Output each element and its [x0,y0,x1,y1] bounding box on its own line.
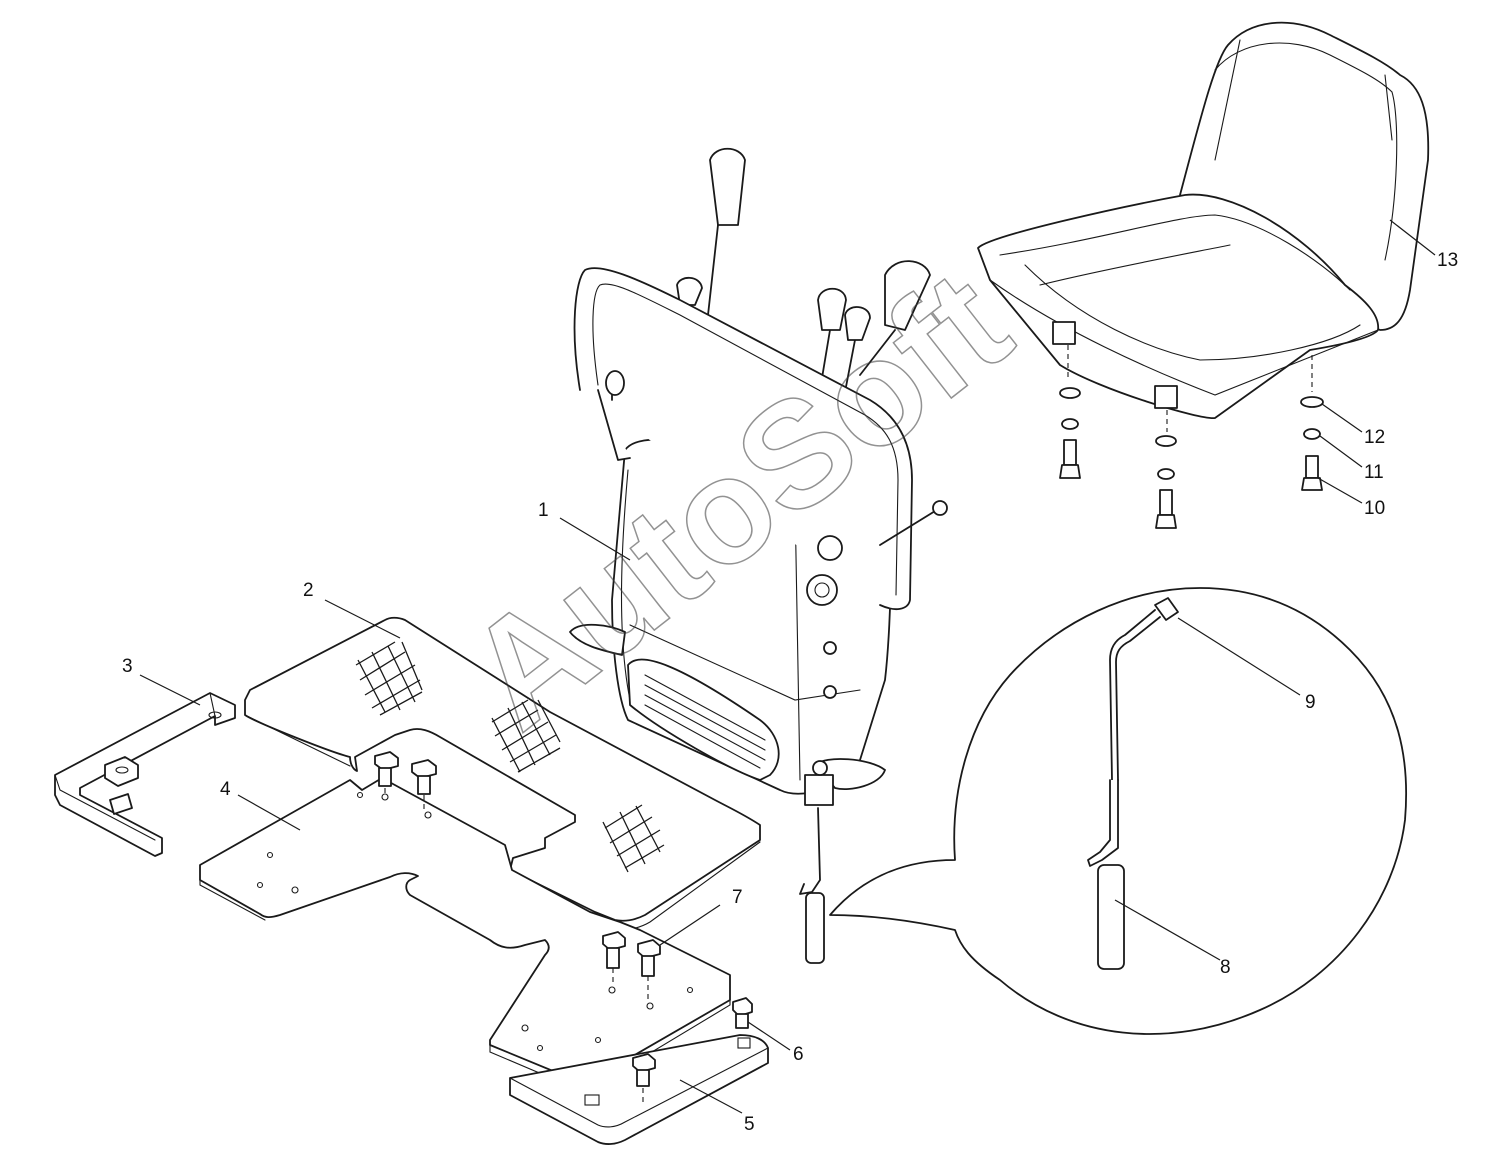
lock-washer-11 [1303,428,1321,440]
side-bracket [54,692,236,857]
seat-fasteners [1059,387,1324,529]
callout-11: 11 [1364,462,1384,483]
callout-13: 13 [1437,250,1458,271]
floor-mat [244,616,761,931]
control-console [569,147,948,964]
callout-8: 8 [1220,957,1231,978]
seat [977,21,1430,432]
bolt-10 [1305,455,1319,479]
base-plate [509,997,769,1145]
leader-lines [139,219,1436,1114]
mounting-holes [256,791,694,1052]
callout-5: 5 [744,1114,755,1135]
callout-6: 6 [793,1044,804,1065]
callout-12: 12 [1364,427,1385,448]
callouts: 1 2 3 4 5 6 7 8 9 10 11 12 13 [122,250,1458,1135]
callout-9: 9 [1305,692,1316,713]
detail-view [829,587,1408,1035]
callout-10: 10 [1364,498,1385,519]
mat-texture [355,641,665,873]
plate-bolts [374,751,437,812]
callout-3: 3 [122,656,133,677]
callout-7: 7 [732,887,743,908]
callout-1: 1 [538,500,549,521]
bolts-7 [602,931,661,1002]
washer-12 [1300,396,1324,408]
callout-4: 4 [220,779,231,800]
callout-2: 2 [303,580,314,601]
